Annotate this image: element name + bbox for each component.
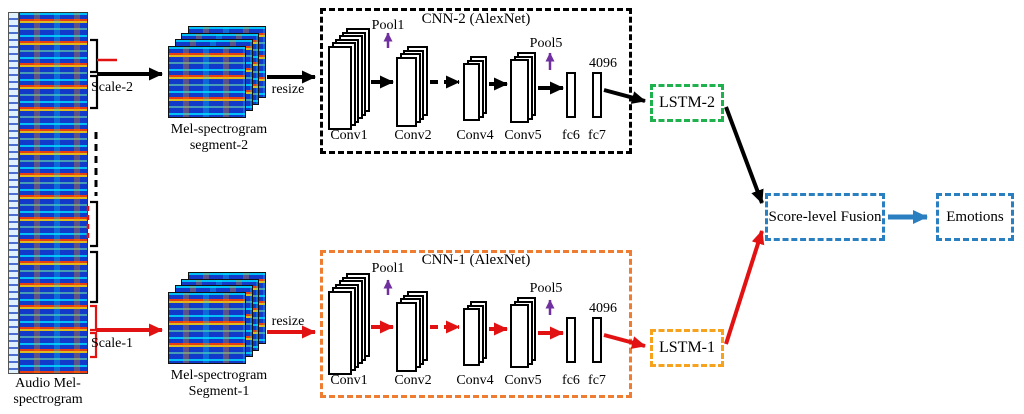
segment-bracket-black-1: [90, 38, 99, 74]
cnn1-4096-label: 4096: [589, 301, 617, 316]
segment-2-label-line1: Mel-spectrogram: [170, 122, 268, 137]
layer-panel: [168, 291, 246, 364]
layer-panel: [463, 308, 480, 367]
layer-panel: [396, 301, 417, 372]
layer-panel: [396, 56, 417, 127]
cnn1-fc6-bar: [566, 317, 576, 363]
cnn2-box: [320, 8, 632, 154]
cnn2-title: CNN-2 (AlexNet): [421, 11, 531, 27]
emotions-label: Emotions: [946, 208, 1004, 225]
scale-1-label: Scale-1: [91, 336, 133, 351]
cnn2-conv5-label: Conv5: [504, 128, 542, 143]
cnn2-conv1-label: Conv1: [330, 128, 368, 143]
segment-bracket-red-1: [90, 304, 98, 332]
lstm1-box: LSTM-1: [650, 329, 724, 367]
scale-2-label: Scale-2: [91, 80, 133, 95]
cnn2-pool1-label: Pool1: [371, 18, 405, 33]
segment-bracket-black-3: [90, 200, 99, 248]
resize-label-bottom: resize: [271, 314, 305, 329]
segment-1-label-line1: Mel-spectrogram: [170, 368, 268, 383]
resize-label-top: resize: [271, 82, 305, 97]
cnn1-pool5-label: Pool5: [529, 281, 563, 296]
cnn2-conv4-label: Conv4: [456, 128, 494, 143]
cnn2-fc6-bar: [566, 72, 576, 118]
layer-panel: [463, 63, 480, 122]
audio-mel-spectrogram-label: Audio Mel- spectrogram: [13, 376, 82, 407]
cnn1-title: CNN-1 (AlexNet): [421, 252, 531, 268]
audio-mel-spectrogram-image: [19, 12, 88, 374]
cnn1-conv1-label: Conv1: [330, 373, 368, 388]
lstm1-label: LSTM-1: [659, 339, 715, 356]
cnn2-conv2-label: Conv2: [394, 128, 432, 143]
segment-bracket-black-4: [90, 250, 99, 304]
audio-label-line2: spectrogram: [13, 391, 83, 407]
layer-panel: [328, 46, 352, 130]
layer-panel: [328, 291, 352, 375]
segment-2-label-line2: segment-2: [189, 138, 249, 153]
score-level-fusion-box: Score-level Fusion: [765, 193, 885, 241]
frame-marker-strip: [8, 12, 19, 374]
layer-panel: [510, 59, 529, 124]
emotions-box: Emotions: [936, 193, 1014, 241]
cnn2-pool5-label: Pool5: [529, 36, 563, 51]
cnn1-box: [320, 250, 632, 398]
cnn2-fc6-label: fc6: [562, 128, 580, 143]
segment-1-label-line2: Segment-1: [188, 384, 250, 399]
layer-panel: [168, 45, 246, 118]
cnn1-conv4-label: Conv4: [456, 373, 494, 388]
lstm2-label: LSTM-2: [659, 94, 715, 111]
cnn1-conv5-label: Conv5: [504, 373, 542, 388]
audio-label-line1: Audio Mel-: [15, 376, 81, 391]
cnn1-conv2-label: Conv2: [394, 373, 432, 388]
cnn2-fc7-bar: [592, 72, 602, 118]
score-level-fusion-label: Score-level Fusion: [768, 208, 882, 225]
cnn1-fc6-label: fc6: [562, 373, 580, 388]
lstm1-fusion-arrow: [724, 230, 765, 345]
cnn2-4096-label: 4096: [589, 56, 617, 71]
cnn1-fc7-label: fc7: [588, 373, 606, 388]
cnn2-fc7-label: fc7: [588, 128, 606, 143]
lstm2-fusion-arrow: [724, 106, 764, 204]
layer-panel: [510, 304, 529, 369]
cnn1-pool1-label: Pool1: [371, 261, 405, 276]
lstm2-box: LSTM-2: [650, 84, 724, 122]
cnn1-fc7-bar: [592, 317, 602, 363]
